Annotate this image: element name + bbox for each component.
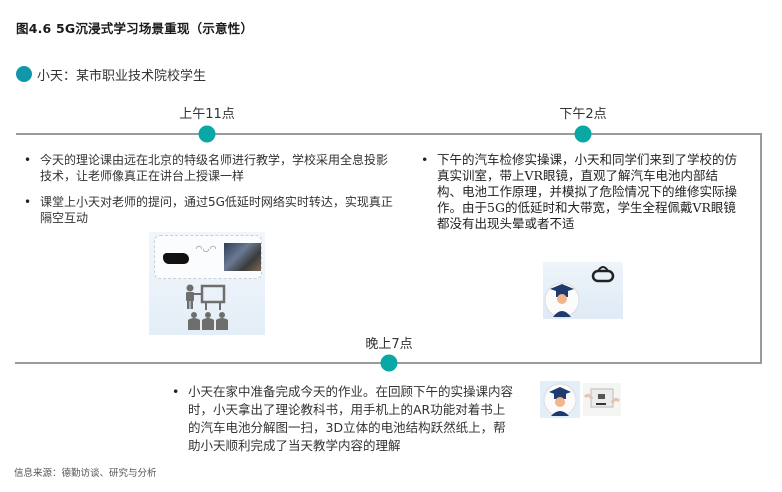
bullet-item: 课堂上小天对老师的提问，通过5G低延时网络实时转达，实现真正隔空互动 <box>24 194 394 226</box>
event-morning-bullets: 今天的理论课由远在北京的特级名师进行教学，学校采用全息投影技术，让老师像真正在讲… <box>24 152 394 236</box>
timeline-top-line <box>16 133 762 135</box>
event-afternoon-bullets: 下午的汽车检修实操课，小天和同学们来到了学校的仿真实训室，带上VR眼镜，直观了解… <box>421 152 737 232</box>
person-label: 小天：某市职业技术院校学生 <box>37 69 207 84</box>
student-graduate-icon <box>543 383 577 417</box>
teacher-photo <box>224 243 261 271</box>
bullet-item: 下午的汽车检修实操课，小天和同学们来到了学校的仿真实训室，带上VR眼镜，直观了解… <box>421 152 737 232</box>
time-label-evening: 晚上7点 <box>365 337 413 352</box>
student-ar-book-illustration <box>540 381 623 418</box>
event-evening-bullets: 小天在家中准备完成今天的作业。在回顾下午的实操课内容时，小天拿出了理论教科书，用… <box>172 383 517 455</box>
classroom-hologram-illustration: ◠◡◠ <box>149 232 265 335</box>
ar-book-icon <box>583 383 621 416</box>
person-dot-icon <box>16 66 32 82</box>
projector-icon <box>163 253 189 264</box>
time-label-morning: 上午11点 <box>179 107 235 122</box>
student-graduate-icon <box>544 266 615 318</box>
vr-headset-icon <box>591 266 615 283</box>
source-note: 信息来源：德勤访谈、研究与分析 <box>14 468 157 479</box>
hologram-diagram-icon: ◠◡◠ <box>195 244 217 253</box>
timeline-node-evening <box>380 354 398 372</box>
bullet-item: 小天在家中准备完成今天的作业。在回顾下午的实操课内容时，小天拿出了理论教科书，用… <box>172 383 517 455</box>
figure-title: 图4.6 5G沉浸式学习场景重现（示意性） <box>16 21 254 36</box>
timeline-right-line <box>760 133 762 363</box>
time-label-afternoon: 下午2点 <box>559 107 607 122</box>
student-avatar <box>540 381 580 418</box>
hologram-frame: ◠◡◠ <box>154 235 262 279</box>
bullet-item: 今天的理论课由远在北京的特级名师进行教学，学校采用全息投影技术，让老师像真正在讲… <box>24 152 394 184</box>
teacher-students-icon <box>186 284 228 330</box>
timeline-node-afternoon <box>574 125 592 143</box>
student-vr-headset-illustration <box>543 262 623 319</box>
timeline-node-morning <box>198 125 216 143</box>
